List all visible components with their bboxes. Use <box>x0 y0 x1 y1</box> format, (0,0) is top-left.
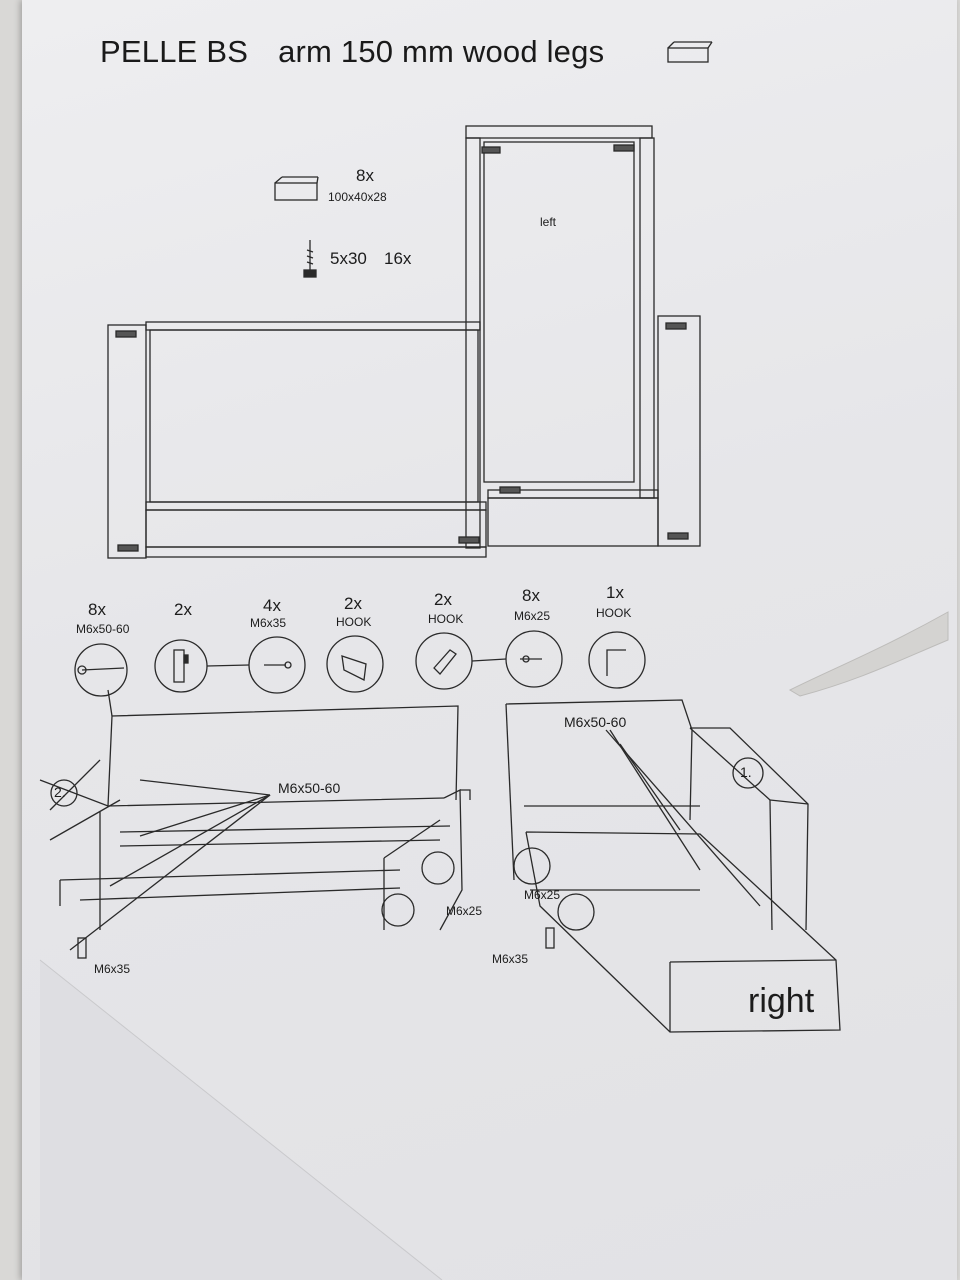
right-screw-label-a: M6x25 <box>524 888 561 902</box>
top-view-frame <box>107 125 701 559</box>
hardware-qty-1: 8x <box>88 600 106 619</box>
hardware-qty-2: 2x <box>174 600 192 619</box>
left-screw-label-a: M6x25 <box>446 904 483 918</box>
block-quantity: 8x <box>356 166 374 185</box>
hardware-name-6: M6x25 <box>514 609 551 623</box>
document-title: PELLE BS arm 150 mm wood legs <box>100 34 604 70</box>
right-bolt-label: M6x50-60 <box>564 714 627 730</box>
hardware-name-5: HOOK <box>428 612 464 626</box>
right-assembly <box>505 699 841 1033</box>
hardware-circles <box>74 630 646 697</box>
hardware-name-7: HOOK <box>596 606 632 620</box>
right-screw-label-b: M6x35 <box>492 952 529 966</box>
hardware-qty-6: 8x <box>522 586 540 605</box>
screw-size: 5x30 <box>330 249 367 268</box>
wood-block-icon <box>274 176 319 201</box>
block-size: 100x40x28 <box>328 190 387 204</box>
left-screw-label-b: M6x35 <box>94 962 131 976</box>
left-bolt-label: M6x50-60 <box>278 780 341 796</box>
screw-quantity: 16x <box>384 249 412 268</box>
screw-icon <box>303 240 317 278</box>
model-name: PELLE BS <box>100 34 249 69</box>
right-side-label: right <box>748 982 815 1020</box>
leg-icon <box>667 41 713 63</box>
model-description: arm 150 mm wood legs <box>278 34 605 69</box>
hardware-qty-4: 2x <box>344 594 362 613</box>
left-label: left <box>540 215 557 229</box>
hardware-name-3: M6x35 <box>250 616 287 630</box>
hardware-name-1: M6x50-60 <box>76 622 130 636</box>
step-2-label: 2. <box>54 784 66 800</box>
hardware-name-4: HOOK <box>336 615 372 629</box>
step-1-label: 1. <box>740 764 752 780</box>
hardware-qty-7: 1x <box>606 583 624 602</box>
hardware-qty-5: 2x <box>434 590 452 609</box>
left-assembly <box>39 689 471 959</box>
hardware-qty-3: 4x <box>263 596 281 615</box>
